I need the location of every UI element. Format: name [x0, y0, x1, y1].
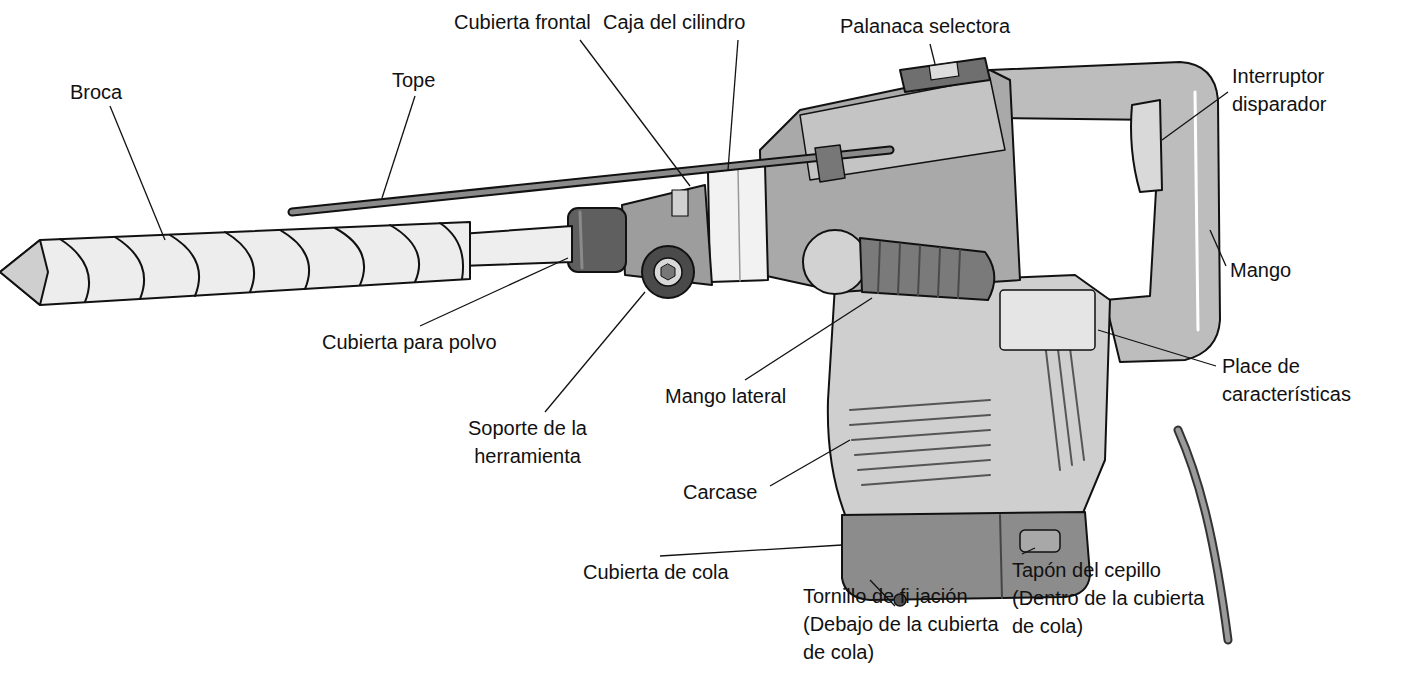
part-label: Tapón del cepillo (Dentro de la cubierta…	[1012, 556, 1212, 640]
part-label: Cubierta para polvo	[322, 328, 527, 356]
leader-lines	[110, 40, 1228, 606]
part-label: Cubierta frontal	[454, 8, 602, 36]
part-label: Mango lateral	[665, 382, 825, 410]
part-label: Broca	[70, 78, 150, 106]
part-label: Interruptor disparador	[1232, 62, 1362, 118]
part-label: Caja del cilindro	[603, 8, 778, 36]
part-label: Cubierta de cola	[583, 558, 758, 586]
part-label: Palanaca selectora	[840, 12, 1040, 40]
part-label: Place de características	[1222, 352, 1382, 408]
part-label: Carcase	[683, 478, 783, 506]
part-label: Soporte de la herramienta	[455, 414, 600, 470]
part-label: Mango	[1230, 256, 1320, 284]
part-label: Tope	[392, 66, 452, 94]
part-label: Tornillo de fi jación (Debajo de la cubi…	[803, 582, 1008, 666]
